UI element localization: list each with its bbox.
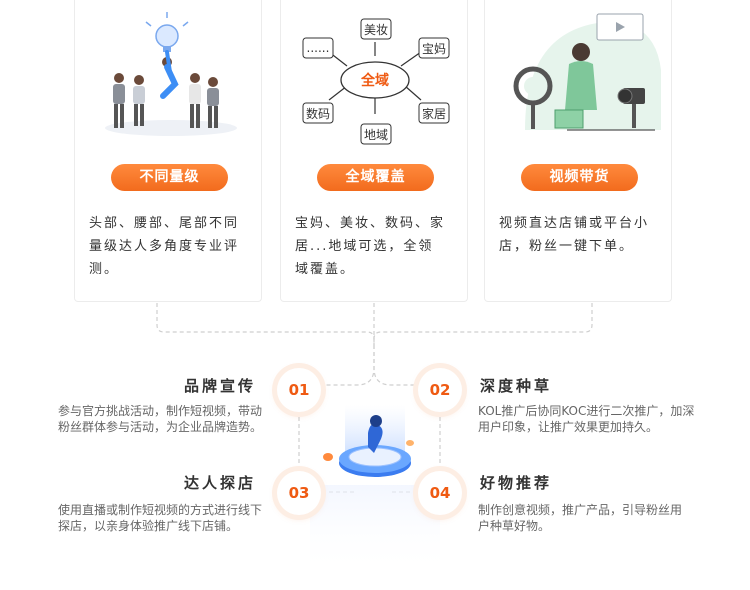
diagram-node: 家居 <box>422 106 446 121</box>
feature-description: 使用直播或制作短视频的方式进行线下探店，以亲身体验推广线下店铺。 <box>58 503 263 533</box>
feature-number-badge: 03 <box>277 471 321 515</box>
diagram-node: 数码 <box>306 106 330 121</box>
play-icon <box>616 22 625 32</box>
diagram-center-label: 全域 <box>360 72 389 89</box>
diagram-node: ...... <box>307 41 330 55</box>
feature-number-badge: 04 <box>418 471 462 515</box>
diagram-node: 地域 <box>364 128 388 142</box>
lightbulb-icon <box>145 12 189 52</box>
feature-card-levels: 不同量级 头部、腰部、尾部不同量级达人多角度专业评测。 <box>74 0 262 302</box>
feature-number-badge: 01 <box>277 368 321 412</box>
feature-card-video-sales: 视频带货 视频直达店铺或平台小店，粉丝一键下单。 <box>484 0 672 302</box>
diagram-node: 宝妈 <box>422 42 446 56</box>
orbit-dot <box>323 453 333 461</box>
team-celebration-illustration <box>105 12 237 136</box>
card-description: 头部、腰部、尾部不同量级达人多角度专业评测。 <box>89 216 240 277</box>
card-description: 视频直达店铺或平台小店，粉丝一键下单。 <box>499 216 650 254</box>
feature-title: 好物推荐 <box>480 474 553 492</box>
feature-title: 品牌宣传 <box>183 377 256 395</box>
feature-description: 参与官方挑战活动，制作短视频，带动粉丝群体参与活动，为企业品牌造势。 <box>58 404 263 434</box>
feature-number-badge: 02 <box>418 368 462 412</box>
coverage-diagram: 全域 美妆 宝妈 家居 地域 数码 ...... <box>302 18 450 145</box>
feature-title: 达人探店 <box>183 474 256 492</box>
feature-title: 深度种草 <box>480 377 553 395</box>
orbit-dot <box>406 440 414 446</box>
card-description: 宝妈、美妆、数码、家居...地域可选，全领域覆盖。 <box>295 216 446 277</box>
feature-description: 制作创意视频，推广产品，引导粉丝用户种草好物。 <box>478 503 683 533</box>
video-streamer-illustration <box>513 13 661 131</box>
card-title-pill: 全域覆盖 <box>317 164 434 191</box>
feature-card-coverage: 全域 美妆 宝妈 家居 地域 数码 ...... 全域覆盖 宝妈、美妆、数码、家… <box>280 0 468 302</box>
card-title-pill: 不同量级 <box>111 164 228 191</box>
feature-description: KOL推广后协同KOC进行二次推广，加深用户印象，让推广效果更加持久。 <box>478 404 695 434</box>
diagram-node: 美妆 <box>364 23 388 37</box>
card-title-pill: 视频带货 <box>521 164 638 191</box>
